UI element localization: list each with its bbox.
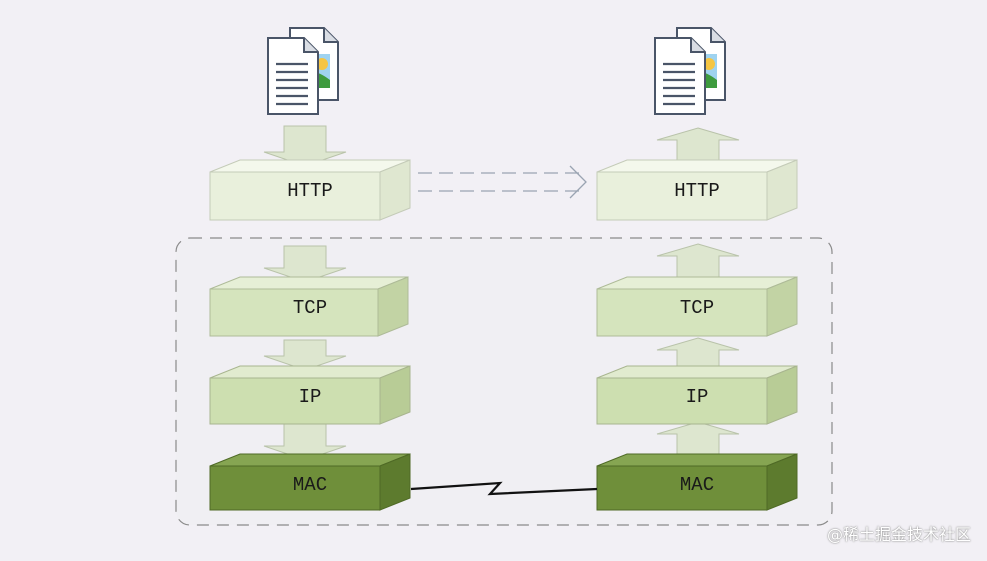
left-down-arrow-ip-mac: [263, 423, 347, 461]
right-tcp-layer: TCP: [596, 276, 798, 337]
right-ip-layer: IP: [596, 365, 798, 425]
left-down-arrow-tcp-ip: [263, 339, 347, 371]
right-http-label: HTTP: [674, 180, 720, 202]
left-http-layer: HTTP: [209, 159, 411, 221]
left-ip-label: IP: [299, 386, 322, 408]
left-down-arrow-http-tcp: [263, 245, 347, 283]
right-http-layer: HTTP: [596, 159, 798, 221]
left-tcp-layer: TCP: [209, 276, 409, 337]
watermark: @稀土掘金技术社区: [826, 525, 971, 544]
left-mac-layer: MAC: [209, 453, 411, 511]
right-ip-label: IP: [686, 386, 709, 408]
right-tcp-label: TCP: [680, 297, 714, 319]
left-http-label: HTTP: [287, 180, 333, 202]
left-document-icon: [267, 27, 339, 115]
left-down-arrow-doc-http: [263, 125, 347, 167]
left-ip-layer: IP: [209, 365, 411, 425]
right-mac-label: MAC: [680, 474, 714, 496]
right-mac-layer: MAC: [596, 453, 798, 511]
http-peer-dashed-arrow: [418, 165, 587, 199]
left-mac-label: MAC: [293, 474, 327, 496]
left-tcp-label: TCP: [293, 297, 327, 319]
right-document-icon: [654, 27, 726, 115]
physical-link-line: [410, 481, 598, 496]
